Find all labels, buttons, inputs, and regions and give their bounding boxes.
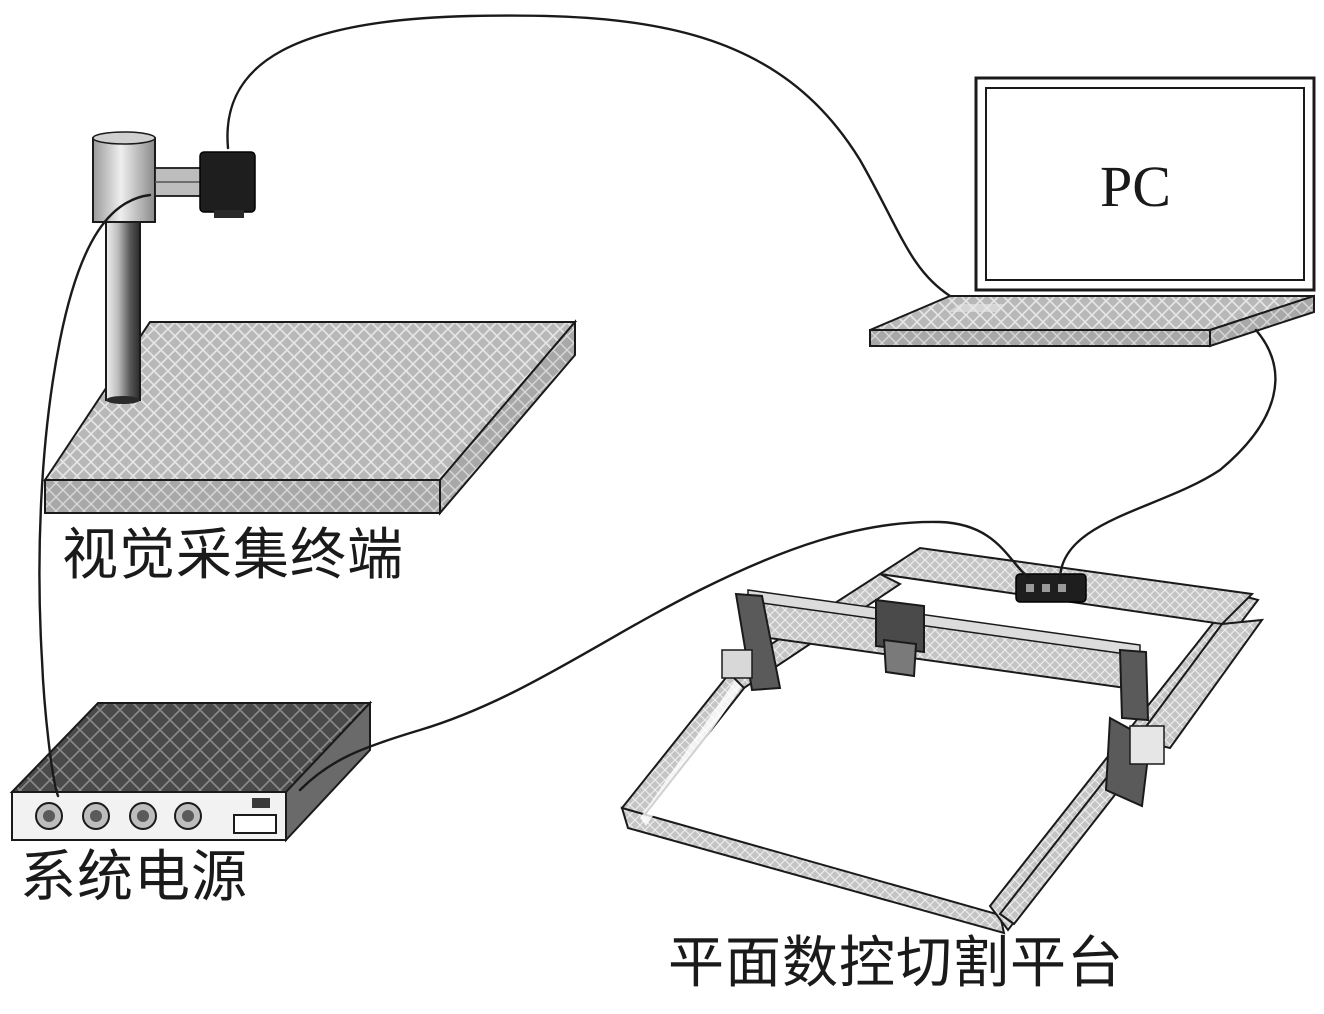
cables — [38, 14, 1277, 798]
cable-camera-pc — [226, 14, 952, 298]
laptop-icon — [869, 76, 1316, 348]
cnc-gantry-icon — [620, 546, 1265, 935]
pc-label: PC — [1100, 154, 1171, 219]
cnc-platform-label: 平面数控切割平台 — [668, 931, 1124, 996]
camera-icon — [92, 131, 256, 404]
cable-pc-cnc — [1058, 328, 1277, 582]
power-supply-label: 系统电源 — [20, 845, 248, 910]
vision-terminal-label: 视觉采集终端 — [62, 523, 404, 588]
cable-camera-power — [38, 193, 152, 798]
vision-terminal-base — [43, 319, 578, 516]
power-supply-icon — [9, 700, 373, 843]
cable-power-cnc — [298, 520, 1032, 792]
